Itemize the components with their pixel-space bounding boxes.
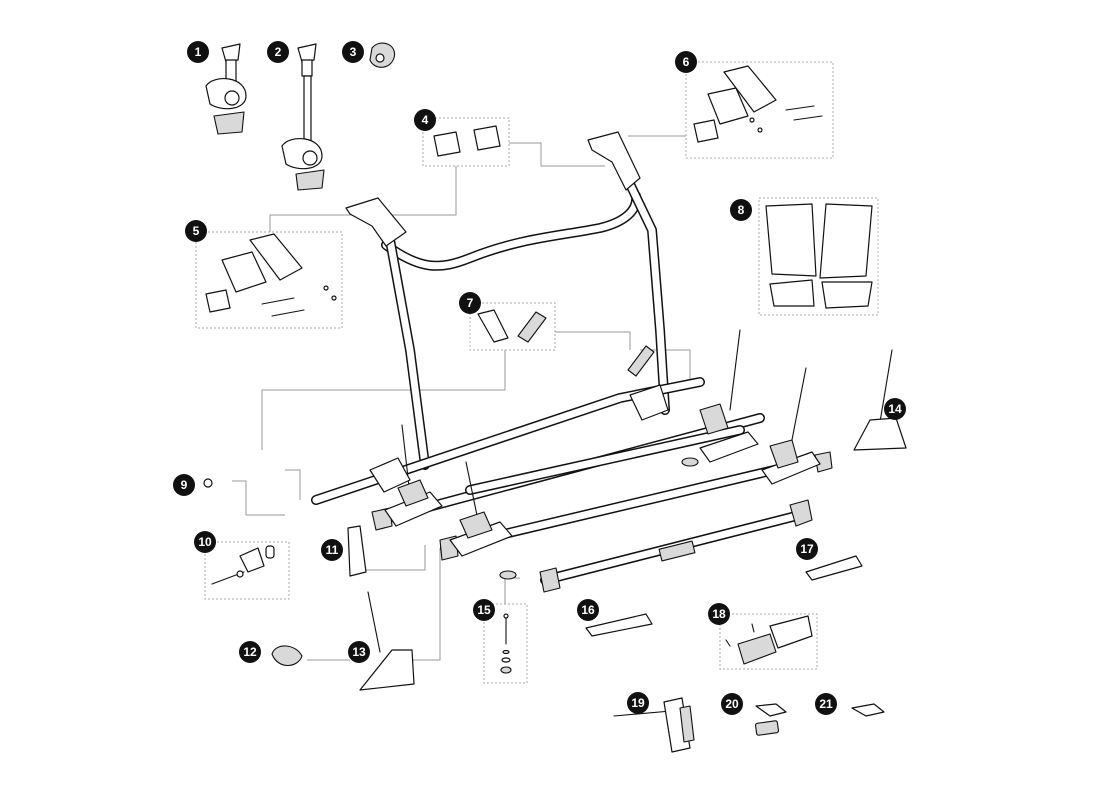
part-16-strap	[585, 613, 653, 637]
group-box-6	[685, 61, 834, 159]
callout-3-label: 3	[350, 45, 357, 59]
part-17-strap	[805, 555, 863, 581]
callout-11: 11	[321, 539, 343, 561]
callout-3: 3	[342, 41, 364, 63]
callout-10-label: 10	[198, 535, 212, 549]
callout-17: 17	[796, 538, 818, 560]
part-21-key	[851, 703, 885, 717]
callout-9-label: 9	[181, 478, 188, 492]
callout-14: 14	[884, 398, 906, 420]
group-box-10	[204, 541, 290, 600]
callout-6: 6	[675, 51, 697, 73]
callout-6-label: 6	[683, 55, 690, 69]
part-10-lever-bolt	[211, 545, 275, 585]
part-1-short-arm	[205, 43, 247, 135]
callout-15: 15	[473, 599, 495, 621]
callout-4: 4	[414, 109, 436, 131]
part-20-key-lock	[754, 703, 787, 736]
group-box-8	[758, 197, 879, 316]
part-3-knob	[369, 42, 396, 68]
part-2-long-arm	[281, 43, 325, 191]
part-6-mounting-bracket	[693, 65, 823, 143]
callout-20: 20	[721, 693, 743, 715]
callout-18-label: 18	[712, 607, 726, 621]
callout-21-label: 21	[819, 697, 833, 711]
callout-16-label: 16	[581, 603, 595, 617]
part-11-clip	[347, 525, 367, 577]
part-9-washer	[203, 478, 213, 488]
callout-21: 21	[815, 693, 837, 715]
callout-13: 13	[348, 641, 370, 663]
part-5-mounting-bracket	[205, 233, 337, 317]
callout-19-label: 19	[631, 696, 645, 710]
callout-12: 12	[239, 641, 261, 663]
callout-11-label: 11	[326, 543, 339, 557]
group-box-18	[719, 613, 818, 670]
callout-12-label: 12	[243, 645, 257, 659]
leader-lines	[232, 135, 691, 661]
part-19-locking-handle	[613, 697, 695, 753]
callout-16: 16	[577, 599, 599, 621]
group-box-4	[422, 117, 510, 167]
callout-4-label: 4	[422, 113, 429, 127]
part-18-light-kit	[725, 615, 813, 665]
part-12-cap	[271, 645, 303, 667]
part-4-end-caps	[433, 125, 501, 157]
callout-15-label: 15	[477, 603, 491, 617]
callout-8-label: 8	[738, 203, 745, 217]
callout-13-label: 13	[352, 645, 366, 659]
callout-2: 2	[267, 41, 289, 63]
group-box-5	[195, 231, 343, 329]
callout-1: 1	[187, 41, 209, 63]
part-7-clamps	[477, 309, 655, 377]
callout-7-label: 7	[467, 296, 474, 310]
callout-18: 18	[708, 603, 730, 625]
callout-19: 19	[627, 692, 649, 714]
part-8-pads	[765, 203, 873, 309]
callout-5-label: 5	[193, 224, 200, 238]
part-14-wheel-holder	[853, 349, 907, 451]
part-15-bolt-set	[500, 613, 512, 674]
part-13-wheel-holder	[359, 591, 415, 691]
callout-20-label: 20	[725, 697, 739, 711]
rack-frame	[311, 131, 833, 593]
callout-7: 7	[459, 292, 481, 314]
group-box-7	[469, 302, 556, 351]
callout-17-label: 17	[800, 542, 814, 556]
callout-2-label: 2	[275, 45, 282, 59]
callout-5: 5	[185, 220, 207, 242]
callout-1-label: 1	[195, 45, 202, 59]
callout-10: 10	[194, 531, 216, 553]
callout-14-label: 14	[888, 402, 902, 416]
callout-9: 9	[173, 474, 195, 496]
callout-8: 8	[730, 199, 752, 221]
